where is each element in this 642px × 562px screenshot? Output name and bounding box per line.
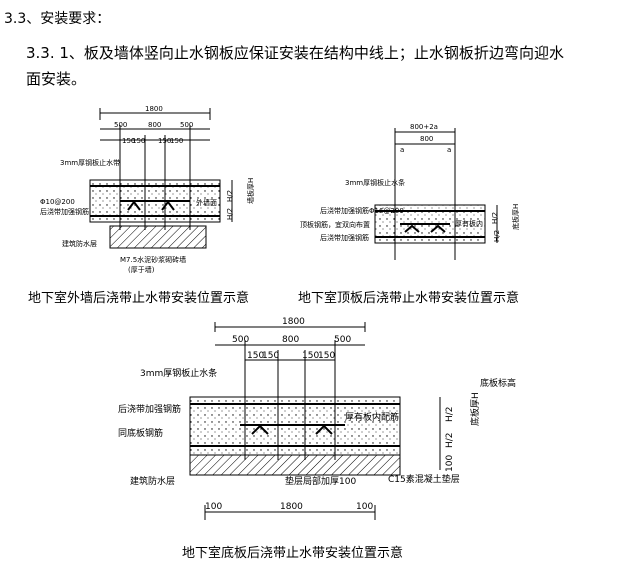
fig3-dim-150c: 150	[302, 351, 319, 361]
fig3-label-elev: 底板标高	[480, 377, 516, 389]
fig3-label-100: 100	[445, 455, 455, 472]
fig3-dim-150b: 150	[262, 351, 279, 361]
fig2-dim-a2: a	[447, 146, 451, 154]
fig3-dim-150d: 150	[318, 351, 335, 361]
fig1-dim-150b: 150	[132, 137, 145, 145]
fig2-label-h2: H/2	[493, 230, 501, 242]
fig2-label-thick: 底板厚H	[511, 204, 520, 230]
fig3-dim-500b: 500	[334, 335, 351, 345]
fig2-label-inner: 厚有板内	[455, 219, 483, 228]
fig1-label-rebar2: 后浇带加强钢筋	[40, 207, 89, 216]
fig1-label-h2: H/2	[226, 208, 234, 220]
fig3-label-h: H/2	[445, 406, 455, 422]
fig2-dim-total: 800+2a	[410, 123, 438, 131]
section-heading: 3.3、安装要求：	[4, 11, 111, 27]
figure2-caption: 地下室顶板后浇带止水带安装位置示意	[298, 291, 520, 306]
fig1-label-rebar: Φ10@200	[40, 198, 75, 206]
fig1-label-h: H/2	[226, 190, 234, 202]
fig1-label-wall2: (厚于墙)	[128, 265, 155, 274]
paragraph-line-1: 3.3. 1、板及墙体竖向止水钢板应保证安装在结构中线上；止水钢板折边弯向迎水	[26, 44, 564, 62]
fig3-label-c15: C15素混凝土垫层	[388, 473, 460, 485]
fig3-dim-total: 1800	[282, 317, 305, 327]
fig3-label-thicken: 垫层局部加厚100	[285, 475, 356, 487]
fig3-label-inner: 厚有板内配筋	[345, 411, 399, 423]
figure3-drawing: 1800 500 800 500 150 150 150 150 3mm厚钢板止…	[118, 317, 516, 520]
fig3-label-thick: 底板厚H	[469, 392, 481, 426]
fig1-dim-total: 1800	[145, 105, 163, 113]
fig3-dim-100a: 100	[205, 502, 222, 512]
fig2-dim-a1: a	[400, 146, 404, 154]
fig3-dim-150a: 150	[247, 351, 264, 361]
fig1-dim-500a: 500	[114, 121, 127, 129]
fig3-dim-bottom: 1800	[280, 502, 303, 512]
figure1-caption: 地下室外墙后浇带止水带安装位置示意	[28, 291, 250, 306]
fig2-label-plate: 3mm厚钢板止水条	[345, 178, 405, 187]
figure3-caption: 地下室底板后浇带止水带安装位置示意	[182, 546, 404, 561]
fig1-label-plate: 3mm厚钢板止水带	[60, 158, 120, 167]
fig1-dim-500b: 500	[180, 121, 193, 129]
fig2-dim-800: 800	[420, 135, 433, 143]
fig1-dim-800: 800	[148, 121, 161, 129]
fig2-label-h: H/2	[491, 212, 499, 224]
fig3-label-rebar2: 同底板钢筋	[118, 427, 163, 439]
fig1-label-thick: 墙板厚H	[246, 178, 255, 204]
fig1-label-outer: 外墙面	[196, 198, 217, 207]
fig1-label-waterproof: 建筑防水层	[62, 239, 97, 248]
fig3-label-waterproof: 建筑防水层	[130, 475, 175, 487]
fig1-label-wall: M7.5水泥砂浆砌砖墙	[120, 255, 186, 264]
fig1-dim-150d: 150	[170, 137, 183, 145]
fig2-label-rebar3: 后浇带加强钢筋	[320, 233, 369, 242]
paragraph-line-2: 面安装。	[26, 70, 87, 88]
fig3-label-rebar1: 后浇带加强钢筋	[118, 403, 181, 415]
figure1-drawing: 1800 500 800 500 150 150 150 150 3mm厚钢板止…	[40, 105, 255, 274]
fig2-label-rebar2: 顶板钢筋，宜双向布置	[300, 220, 370, 229]
fig1-dim-150a: 150	[122, 137, 135, 145]
fig3-dim-100b: 100	[356, 502, 373, 512]
figure2-drawing: 800+2a 800 a a 3mm厚钢板止水条 后浇带加强钢筋Φ16@200 …	[300, 123, 520, 260]
fig3-label-plate: 3mm厚钢板止水条	[140, 367, 217, 379]
fig3-dim-500a: 500	[232, 335, 249, 345]
fig3-label-h2: H/2	[445, 432, 455, 448]
fig2-label-rebar: 后浇带加强钢筋Φ16@200	[320, 206, 404, 215]
fig3-dim-800: 800	[282, 335, 299, 345]
